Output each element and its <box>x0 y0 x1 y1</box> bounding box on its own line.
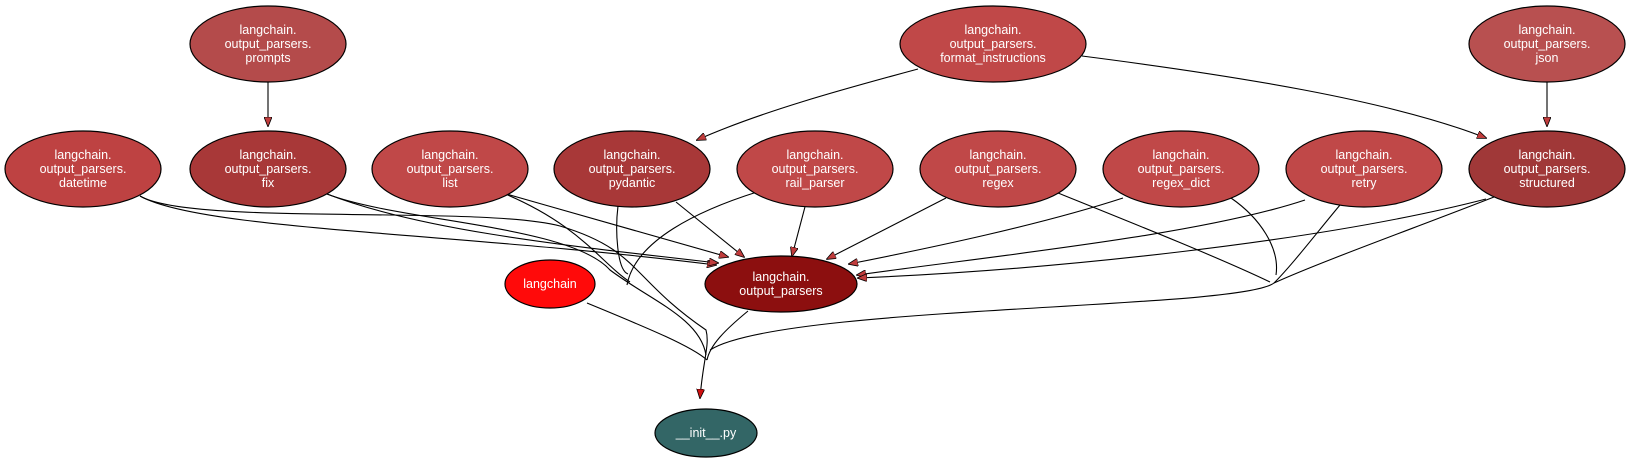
node-label: json <box>1535 51 1559 65</box>
node-label: output_parsers. <box>772 162 859 176</box>
node-label: output_parsers. <box>1504 37 1591 51</box>
node-label: langchain. <box>753 270 810 284</box>
edge-fix-to-output-parsers <box>326 193 718 263</box>
node-label: output_parsers. <box>1321 162 1408 176</box>
node-label: langchain. <box>422 148 479 162</box>
node-retry[interactable]: langchain.output_parsers.retry <box>1285 130 1443 208</box>
edge-retry-to-output-parsers <box>857 199 1306 275</box>
node-label: rail_parser <box>785 176 844 190</box>
node-label: structured <box>1519 176 1575 190</box>
node-ellipse <box>189 130 347 208</box>
node-ellipse <box>736 130 894 208</box>
edge-structured-to-output-parsers <box>858 198 1487 278</box>
node-label: output_parsers. <box>225 37 312 51</box>
edge-datetime-to-init <box>139 195 708 398</box>
node-label: regex <box>982 176 1014 190</box>
node-regex-dict[interactable]: langchain.output_parsers.regex_dict <box>1102 130 1260 208</box>
node-label: output_parsers. <box>589 162 676 176</box>
node-json[interactable]: langchain.output_parsers.json <box>1468 5 1626 83</box>
nodes: langchain.output_parsers.prompts langcha… <box>4 5 1626 458</box>
node-ellipse <box>654 408 758 458</box>
node-label: langchain. <box>1336 148 1393 162</box>
node-ellipse <box>504 259 596 309</box>
node-datetime[interactable]: langchain.output_parsers.datetime <box>4 130 162 208</box>
node-label: langchain. <box>604 148 661 162</box>
node-label: output_parsers. <box>955 162 1042 176</box>
edge-regex-to-output-parsers <box>827 197 947 259</box>
node-label: output_parsers. <box>40 162 127 176</box>
node-label: langchain. <box>240 23 297 37</box>
node-ellipse <box>4 130 162 208</box>
node-output-parsers[interactable]: langchain.output_parsers <box>704 255 858 313</box>
node-label: output_parsers. <box>407 162 494 176</box>
edge-list-to-output-parsers <box>502 192 728 257</box>
node-label: output_parsers. <box>1504 162 1591 176</box>
edge-pydantic-to-output-parsers <box>675 201 744 257</box>
node-label: fix <box>262 176 275 190</box>
edge-structured-to-init <box>709 196 1495 351</box>
node-init[interactable]: __init__.py <box>654 408 758 458</box>
node-ellipse <box>189 5 347 83</box>
node-ellipse <box>1468 5 1626 83</box>
node-pydantic[interactable]: langchain.output_parsers.pydantic <box>553 130 711 208</box>
node-label: prompts <box>245 51 290 65</box>
edge-pydantic-to-init <box>616 205 629 275</box>
node-label: langchain <box>523 277 577 291</box>
node-label: output_parsers <box>739 284 822 298</box>
edge-langchain-to-init <box>586 302 708 361</box>
node-langchain[interactable]: langchain <box>504 259 596 309</box>
node-ellipse <box>1285 130 1443 208</box>
edge-output-parsers-to-init <box>706 310 749 361</box>
node-label: datetime <box>59 176 107 190</box>
node-ellipse <box>919 130 1077 208</box>
node-label: __init__.py <box>675 426 737 440</box>
node-ellipse <box>371 130 529 208</box>
node-structured[interactable]: langchain.output_parsers.structured <box>1468 130 1626 208</box>
node-label: format_instructions <box>940 51 1046 65</box>
node-label: retry <box>1352 176 1378 190</box>
node-regex[interactable]: langchain.output_parsers.regex <box>919 130 1077 208</box>
node-prompts[interactable]: langchain.output_parsers.prompts <box>189 5 347 83</box>
edge-list-to-init <box>502 192 631 283</box>
edges <box>139 55 1547 398</box>
node-label: regex_dict <box>1152 176 1210 190</box>
node-ellipse <box>1102 130 1260 208</box>
edge-fix-to-init <box>326 193 707 356</box>
edge-format-instructions-to-structured <box>1081 55 1486 138</box>
node-label: output_parsers. <box>950 37 1037 51</box>
node-format-instructions[interactable]: langchain.output_parsers.format_instruct… <box>899 5 1087 83</box>
edge-regex-to-init <box>1057 192 1271 283</box>
node-list[interactable]: langchain.output_parsers.list <box>371 130 529 208</box>
node-rail-parser[interactable]: langchain.output_parsers.rail_parser <box>736 130 894 208</box>
edge-rail-parser-to-output-parsers <box>792 202 807 256</box>
node-label: langchain. <box>1519 23 1576 37</box>
node-label: langchain. <box>240 148 297 162</box>
node-ellipse <box>553 130 711 208</box>
node-label: langchain. <box>965 23 1022 37</box>
node-label: langchain. <box>55 148 112 162</box>
node-label: langchain. <box>1153 148 1210 162</box>
node-label: pydantic <box>609 176 656 190</box>
edge-regex-dict-to-init <box>1230 197 1278 276</box>
node-label: langchain. <box>970 148 1027 162</box>
node-ellipse <box>1468 130 1626 208</box>
node-fix[interactable]: langchain.output_parsers.fix <box>189 130 347 208</box>
edge-rail-parser-to-init <box>626 191 758 286</box>
edge-regex-dict-to-output-parsers <box>849 197 1124 264</box>
node-label: output_parsers. <box>1138 162 1225 176</box>
node-ellipse <box>899 5 1087 83</box>
edge-retry-to-init <box>1273 204 1341 284</box>
edge-format-instructions-to-pydantic <box>697 68 919 140</box>
node-label: output_parsers. <box>225 162 312 176</box>
node-ellipse <box>704 255 858 313</box>
node-label: langchain. <box>787 148 844 162</box>
node-label: list <box>442 176 458 190</box>
edge-datetime-to-output-parsers <box>139 195 716 265</box>
node-label: langchain. <box>1519 148 1576 162</box>
